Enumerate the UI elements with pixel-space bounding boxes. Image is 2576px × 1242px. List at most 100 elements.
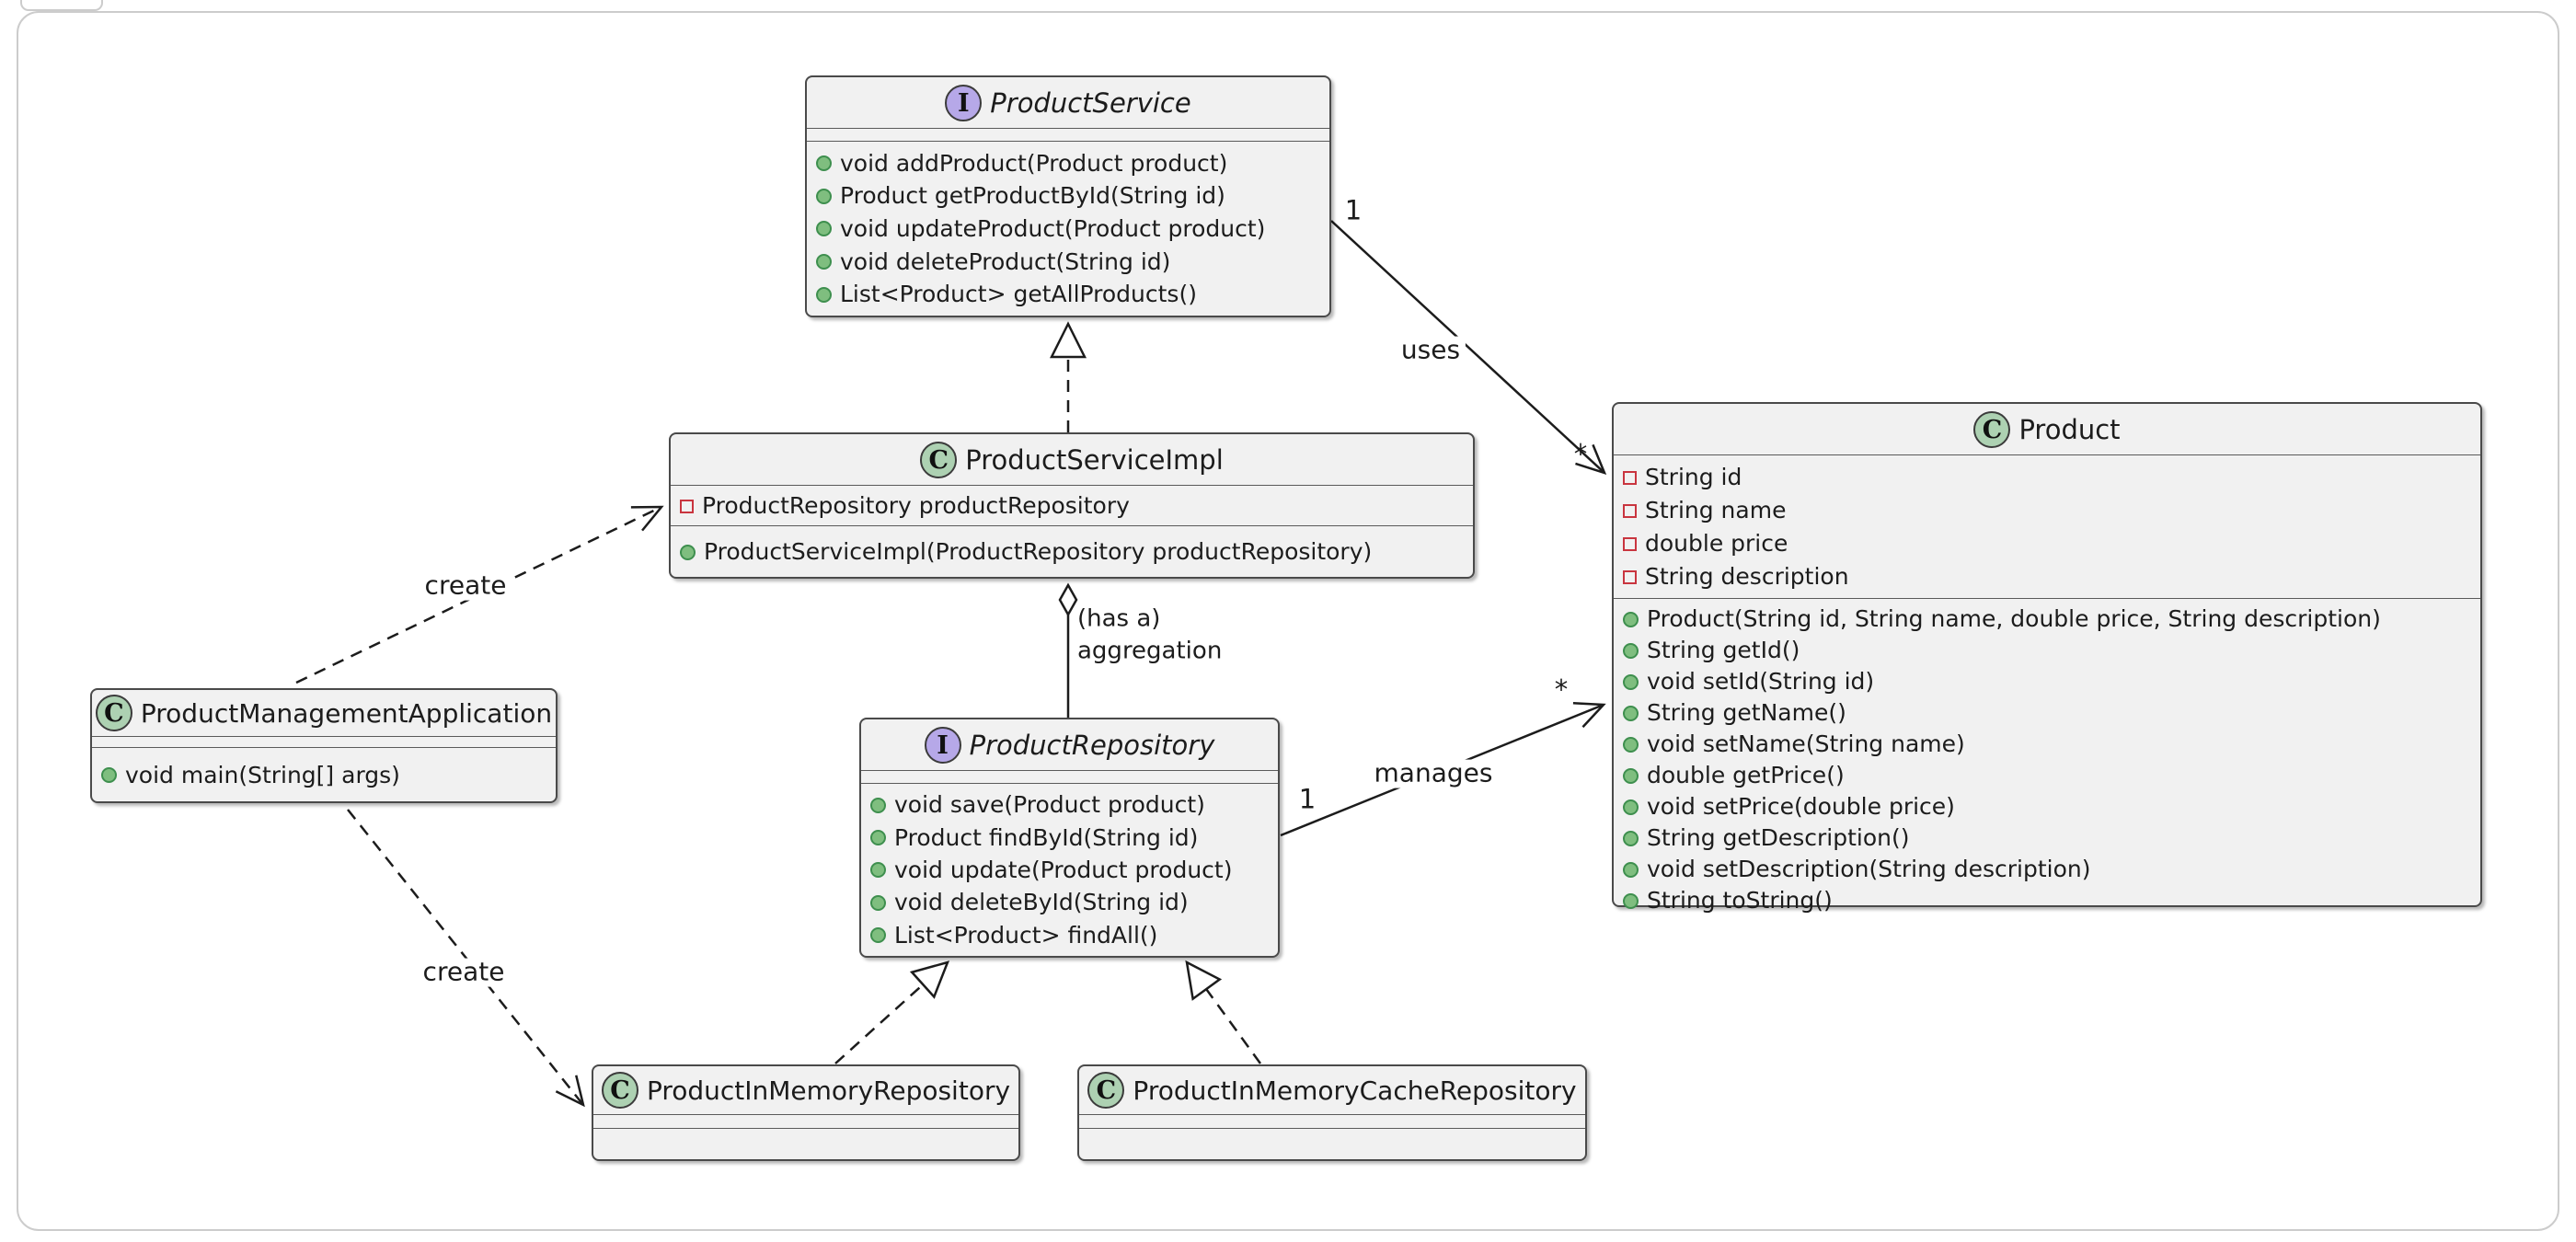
- method-row: String getName(): [1623, 697, 2471, 729]
- attribute-row: String description: [1623, 561, 2471, 592]
- private-field-icon: [1623, 470, 1637, 485]
- method-row: void updateProduct(Product product): [816, 213, 1320, 245]
- public-method-icon: [1623, 799, 1639, 815]
- method-row: String getId(): [1623, 635, 2471, 666]
- multiplicity-uses-target: *: [1573, 438, 1588, 470]
- private-field-icon: [1623, 569, 1637, 584]
- methods-section: void addProduct(Product product) Product…: [807, 141, 1329, 316]
- method-text: void save(Product product): [894, 791, 1205, 819]
- public-method-icon: [870, 894, 886, 911]
- class-box-product-repository: I ProductRepository void save(Product pr…: [859, 718, 1280, 958]
- class-name: ProductServiceImpl: [965, 444, 1224, 476]
- edge-realization-inmemorycache-repository: [1187, 962, 1262, 1064]
- empty-methods-section: [593, 1128, 1018, 1159]
- edge-uses-service-product: [1330, 220, 1607, 476]
- attribute-row: String id: [1623, 462, 2471, 493]
- method-row: void setName(String name): [1623, 729, 2471, 760]
- method-text: Product findById(String id): [894, 823, 1199, 851]
- empty-attributes-section: [92, 736, 556, 747]
- edge-label-uses: uses: [1395, 336, 1466, 365]
- method-text: void updateProduct(Product product): [840, 214, 1266, 242]
- public-method-icon: [1623, 705, 1639, 721]
- class-header: C ProductInMemoryCacheRepository: [1079, 1066, 1585, 1114]
- class-box-product-service-impl: C ProductServiceImpl ProductRepository p…: [669, 432, 1475, 579]
- multiplicity-uses-source: 1: [1344, 194, 1363, 226]
- empty-methods-section: [1079, 1128, 1585, 1159]
- method-text: String getDescription(): [1647, 824, 1910, 851]
- method-text: void setName(String name): [1647, 730, 1965, 757]
- class-badge-icon: C: [920, 442, 958, 478]
- edge-realization-inmemory-repository: [834, 962, 948, 1064]
- method-text: void main(String[] args): [125, 761, 400, 788]
- method-row: Product findById(String id): [870, 822, 1269, 854]
- method-text: ProductServiceImpl(ProductRepository pro…: [704, 538, 1373, 565]
- class-box-product-service: I ProductService void addProduct(Product…: [805, 75, 1331, 317]
- method-row: void save(Product product): [870, 789, 1269, 821]
- private-field-icon: [1623, 536, 1637, 551]
- empty-attributes-section: [861, 770, 1278, 783]
- public-method-icon: [816, 188, 832, 204]
- class-header: C ProductInMemoryRepository: [593, 1066, 1018, 1114]
- public-method-icon: [1623, 611, 1639, 627]
- method-row: void addProduct(Product product): [816, 148, 1320, 179]
- public-method-icon: [1623, 736, 1639, 753]
- method-text: void setDescription(String description): [1647, 856, 2091, 882]
- method-row: void update(Product product): [870, 855, 1269, 886]
- methods-section: void main(String[] args): [92, 747, 556, 801]
- method-text: void deleteProduct(String id): [840, 247, 1171, 275]
- method-text: String getName(): [1647, 699, 1846, 726]
- attribute-row: double price: [1623, 528, 2471, 559]
- method-text: void setId(String id): [1647, 668, 1875, 695]
- class-header: I ProductRepository: [861, 719, 1278, 770]
- class-name: ProductRepository: [969, 730, 1215, 761]
- attribute-text: String description: [1645, 563, 1849, 590]
- attributes-section: String id String name double price Strin…: [1614, 454, 2480, 598]
- method-text: Product getProductById(String id): [840, 182, 1225, 210]
- class-badge-icon: C: [1087, 1072, 1125, 1109]
- method-row: ProductServiceImpl(ProductRepository pro…: [680, 536, 1464, 568]
- empty-attributes-section: [593, 1114, 1018, 1128]
- attribute-text: double price: [1645, 530, 1788, 557]
- public-method-icon: [1623, 642, 1639, 659]
- attribute-row: ProductRepository productRepository: [680, 490, 1464, 522]
- method-text: List<Product> getAllProducts(): [840, 281, 1197, 308]
- class-header: C ProductManagementApplication: [92, 690, 556, 736]
- method-row: String getDescription(): [1623, 822, 2471, 854]
- class-header: C ProductServiceImpl: [671, 434, 1473, 485]
- public-method-icon: [680, 544, 696, 560]
- method-row: void main(String[] args): [101, 760, 546, 791]
- empty-attributes-section: [807, 128, 1329, 141]
- method-text: void deleteById(String id): [894, 889, 1189, 916]
- method-text: void setPrice(double price): [1647, 793, 1955, 820]
- multiplicity-manages-target: *: [1554, 673, 1569, 706]
- class-name: Product: [2018, 414, 2121, 445]
- method-text: Product(String id, String name, double p…: [1647, 605, 2381, 632]
- attribute-text: ProductRepository productRepository: [702, 492, 1130, 519]
- edge-create-app-inmemory: [347, 809, 585, 1108]
- method-text: void addProduct(Product product): [840, 149, 1228, 177]
- public-method-icon: [101, 767, 117, 783]
- edge-label-aggregation: aggregation: [1077, 637, 1223, 665]
- public-method-icon: [870, 927, 886, 944]
- method-row: Product getProductById(String id): [816, 180, 1320, 212]
- method-row: void setId(String id): [1623, 666, 2471, 697]
- public-method-icon: [1623, 673, 1639, 690]
- class-name: ProductInMemoryRepository: [646, 1075, 1011, 1106]
- empty-attributes-section: [1079, 1114, 1585, 1128]
- method-row: List<Product> findAll(): [870, 920, 1269, 951]
- methods-section: void save(Product product) Product findB…: [861, 783, 1278, 956]
- edge-note-has-a: (has a): [1077, 604, 1161, 633]
- public-method-icon: [816, 155, 832, 172]
- public-method-icon: [870, 797, 886, 813]
- methods-section: Product(String id, String name, double p…: [1614, 598, 2480, 920]
- method-row: String toString(): [1623, 885, 2471, 916]
- method-row: void setDescription(String description): [1623, 854, 2471, 885]
- public-method-icon: [1623, 767, 1639, 784]
- class-header: C Product: [1614, 404, 2480, 454]
- interface-badge-icon: I: [945, 85, 983, 121]
- method-text: void update(Product product): [894, 856, 1233, 883]
- class-box-product-in-memory-repository: C ProductInMemoryRepository: [592, 1064, 1020, 1161]
- attribute-row: String name: [1623, 495, 2471, 526]
- public-method-icon: [870, 830, 886, 846]
- top-left-tab: [20, 0, 103, 11]
